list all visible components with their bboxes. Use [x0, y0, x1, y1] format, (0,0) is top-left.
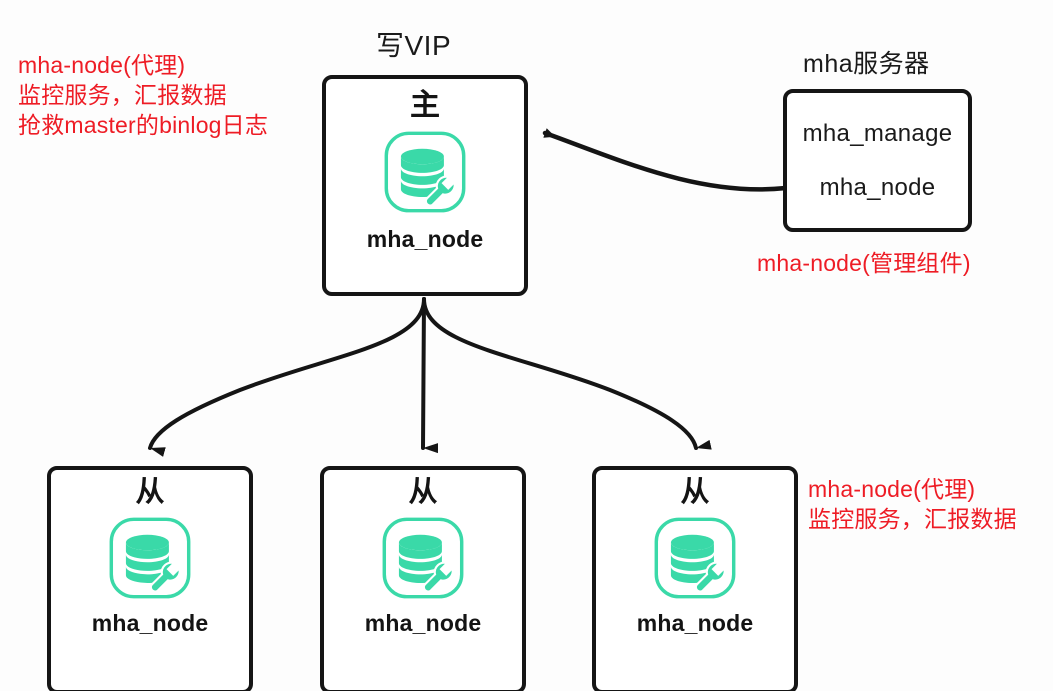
annotation-slaves-line-2: 监控服务，汇报数据 [808, 506, 1017, 532]
master-node-label: mha_node [366, 226, 484, 252]
connector-master-to-slave-2 [421, 297, 439, 454]
slave-node-box-3[interactable]: 从 mha_node [592, 466, 798, 691]
database-wrench-icon [380, 515, 466, 606]
mha-server-box[interactable]: mha_manage mha_node [783, 89, 972, 232]
master-node-box[interactable]: 主 mha_node [322, 75, 528, 296]
slave-role-label: 从 [408, 476, 438, 508]
slave-node-label: mha_node [636, 610, 754, 636]
annotation-slaves-line-1: mha-node(代理) [808, 476, 976, 502]
mha-server-caption: mha服务器 [803, 50, 930, 78]
annotation-master-line-1: mha-node(代理) [18, 52, 186, 78]
slave-node-box-2[interactable]: 从 mha_node [320, 466, 526, 691]
annotation-slave-agent: mha-node(代理) 监控服务，汇报数据 [808, 474, 1017, 534]
connector-master-to-slave-1 [148, 297, 426, 457]
annotation-manager-line-1: mha-node(管理组件) [757, 250, 971, 276]
master-role-label: 主 [410, 89, 440, 122]
annotation-master-agent: mha-node(代理) 监控服务，汇报数据 抢救master的binlog日志 [18, 50, 268, 140]
slave-node-label: mha_node [364, 610, 482, 636]
connector-master-to-slave-3 [422, 297, 712, 450]
connector-server-to-master [542, 128, 789, 192]
slave-role-label: 从 [680, 476, 710, 508]
database-wrench-icon [652, 515, 738, 606]
database-wrench-icon [382, 129, 468, 220]
write-vip-caption: 写VIP [376, 30, 452, 61]
slave-node-box-1[interactable]: 从 mha_node [47, 466, 253, 691]
database-wrench-icon [107, 515, 193, 606]
mha-node-label: mha_node [819, 173, 936, 201]
annotation-manager-component: mha-node(管理组件) [757, 248, 971, 278]
slave-role-label: 从 [135, 476, 165, 508]
annotation-master-line-3: 抢救master的binlog日志 [18, 112, 269, 138]
slave-node-label: mha_node [91, 610, 209, 636]
mha-manage-label: mha_manage [802, 119, 953, 147]
annotation-master-line-2: 监控服务，汇报数据 [18, 82, 227, 108]
